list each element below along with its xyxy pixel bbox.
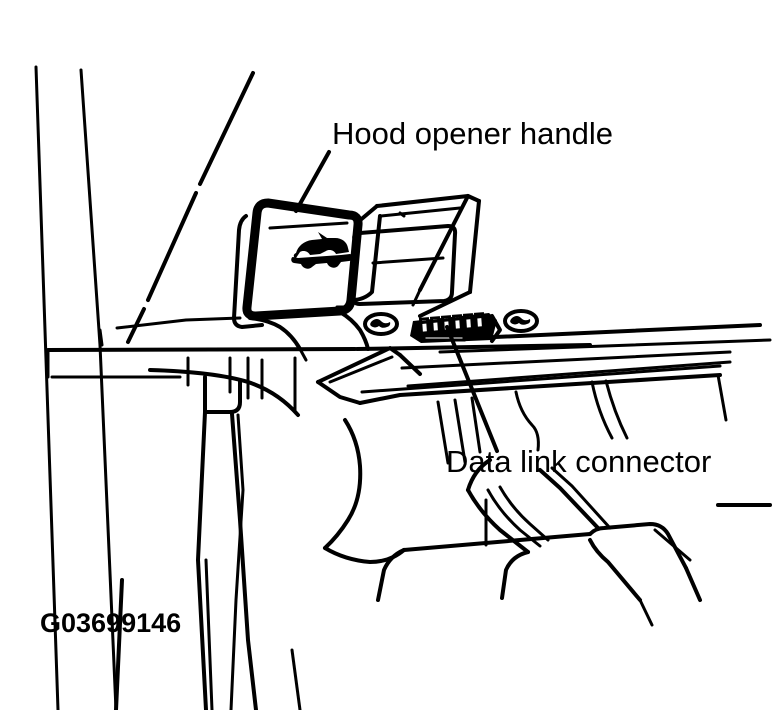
callout-label-hood-opener-handle: Hood opener handle (332, 116, 613, 151)
fastener-left (363, 312, 399, 336)
fastener-right (503, 309, 539, 333)
figure-id-label: G03699146 (40, 608, 181, 638)
hood-icon (291, 232, 353, 269)
dlc-connector[interactable] (410, 312, 502, 343)
underdash-support-lines (436, 373, 728, 465)
callout-label-data-link-connector: Data link connector (446, 444, 711, 479)
center-console-edge (638, 503, 772, 627)
callout-leader-dlc (445, 325, 499, 453)
door-sill (114, 578, 302, 710)
floor-carpet (376, 458, 688, 602)
callout-leader-hood (294, 150, 331, 213)
steering-column (196, 356, 297, 710)
lower-cowl-edge (316, 346, 732, 405)
hood-release-lever[interactable] (232, 198, 382, 329)
windshield-pillar-left (34, 65, 255, 710)
